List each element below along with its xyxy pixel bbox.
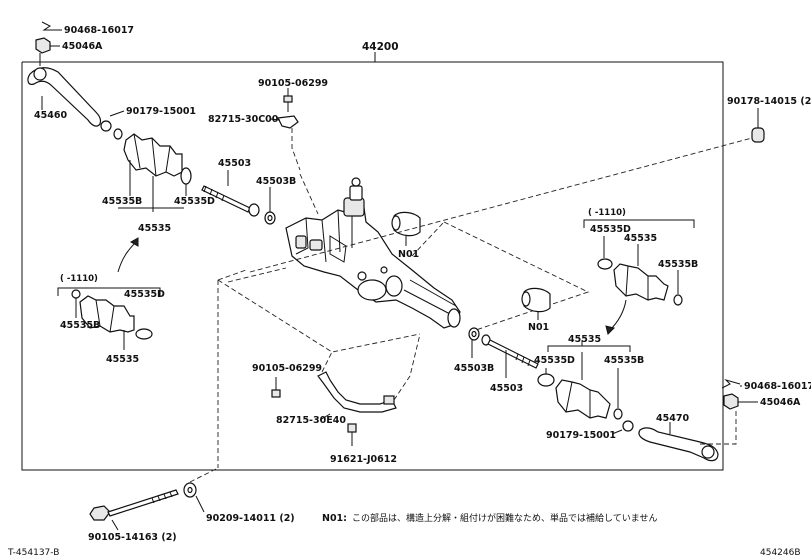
rack-end-b-left [264, 211, 276, 225]
long-bolt [89, 489, 179, 521]
nut-top-right-label: 45046A [760, 397, 801, 408]
variant-left-boot-d: 45535D [124, 289, 165, 300]
rack-end-b-right-label: 45503B [454, 363, 494, 374]
clip-right [622, 420, 634, 432]
bolt-low [347, 423, 357, 446]
bracket-low-label: 82715-30E40 [276, 415, 346, 426]
bolt-top-left [41, 21, 62, 31]
arrow-variant-left [117, 241, 137, 273]
n01-upper [391, 211, 421, 237]
n01-lower-label: N01 [528, 322, 549, 333]
bolt-bracket-top-label: 90105-06299 [258, 78, 328, 89]
bolt-low-label: 91621-J0612 [330, 454, 397, 465]
clip-left-label: 90179-15001 [126, 106, 196, 117]
rack-end-left [201, 185, 260, 217]
assembly-frame [21, 61, 724, 471]
variant-right-range: ( -1110) [588, 208, 626, 218]
bracket-low [317, 371, 397, 413]
rack-end-left-label: 45503 [218, 158, 251, 169]
grommet-right [751, 127, 765, 143]
boot-left-label: 45535 [138, 223, 171, 234]
boot-right [537, 373, 623, 420]
rack-end-right [481, 334, 539, 369]
boot-left [123, 133, 192, 185]
bracket-top-label: 82715-30C00 [208, 114, 279, 125]
note-text: この部品は、構造上分解・組付けが困難なため、単品では補給していません [352, 512, 657, 524]
variant-left-box: ( -1110) [57, 274, 161, 340]
bolt-top-left-label: 90468-16017 [64, 25, 134, 36]
washer-long-bolt [183, 482, 197, 498]
dashed-region [217, 173, 590, 468]
rack-end-right-label: 45503 [490, 383, 523, 394]
note-code: N01: [322, 513, 347, 524]
n01-upper-label: N01 [398, 249, 419, 260]
boot-d-right-label: 45535D [534, 355, 575, 366]
boot-b-right-label: 45535B [604, 355, 644, 366]
tie-rod-end-right [638, 427, 719, 462]
variant-left-boot: 45535 [106, 354, 139, 365]
nut-top-left-label: 45046A [62, 41, 103, 52]
bolt-top-right-label: 90468-16017 [744, 381, 811, 392]
assembly-label: 44200 [362, 41, 399, 53]
dashed-line-grommet [249, 137, 753, 273]
bolt-top-right [721, 378, 741, 389]
bolt-bracket-low-label: 90105-06299 [252, 363, 322, 374]
rack-end-b-left-label: 45503B [256, 176, 296, 187]
tie-rod-end-left [27, 53, 102, 127]
variant-right-boot-d: 45535D [590, 224, 631, 235]
clip-left [100, 120, 123, 140]
bracket-top [277, 115, 299, 129]
bolt-bracket-low [271, 377, 281, 398]
bolt-bracket-top [283, 95, 293, 112]
boot-d-left-label: 45535D [174, 196, 215, 207]
variant-right-box: ( -1110) [583, 208, 695, 306]
boot-b-left-label: 45535B [102, 196, 142, 207]
boot-right-label: 45535 [568, 334, 601, 345]
nut-top-left [35, 37, 51, 54]
clip-right-label: 90179-15001 [546, 430, 616, 441]
variant-right-boot: 45535 [624, 233, 657, 244]
washer-long-bolt-label: 90209-14011 (2) [206, 513, 295, 524]
tie-rod-end-right-label: 45470 [656, 413, 689, 424]
nut-top-right [723, 393, 739, 410]
variant-left-range: ( -1110) [60, 274, 98, 284]
rack-end-b-right [468, 327, 480, 341]
footer-right-id: 454246B [760, 548, 801, 558]
footer-left-id: T-454137-B [7, 548, 59, 558]
long-bolt-label: 90105-14163 (2) [88, 532, 177, 543]
tie-rod-end-left-label: 45460 [34, 110, 67, 121]
arrow-variant-right [609, 299, 627, 331]
variant-left-boot-b: 45535B [60, 320, 100, 331]
n01-lower [521, 287, 551, 313]
variant-right-boot-b: 45535B [658, 259, 698, 270]
steering-gear-housing [285, 177, 461, 329]
grommet-right-label: 90178-14015 (2) [727, 96, 811, 107]
